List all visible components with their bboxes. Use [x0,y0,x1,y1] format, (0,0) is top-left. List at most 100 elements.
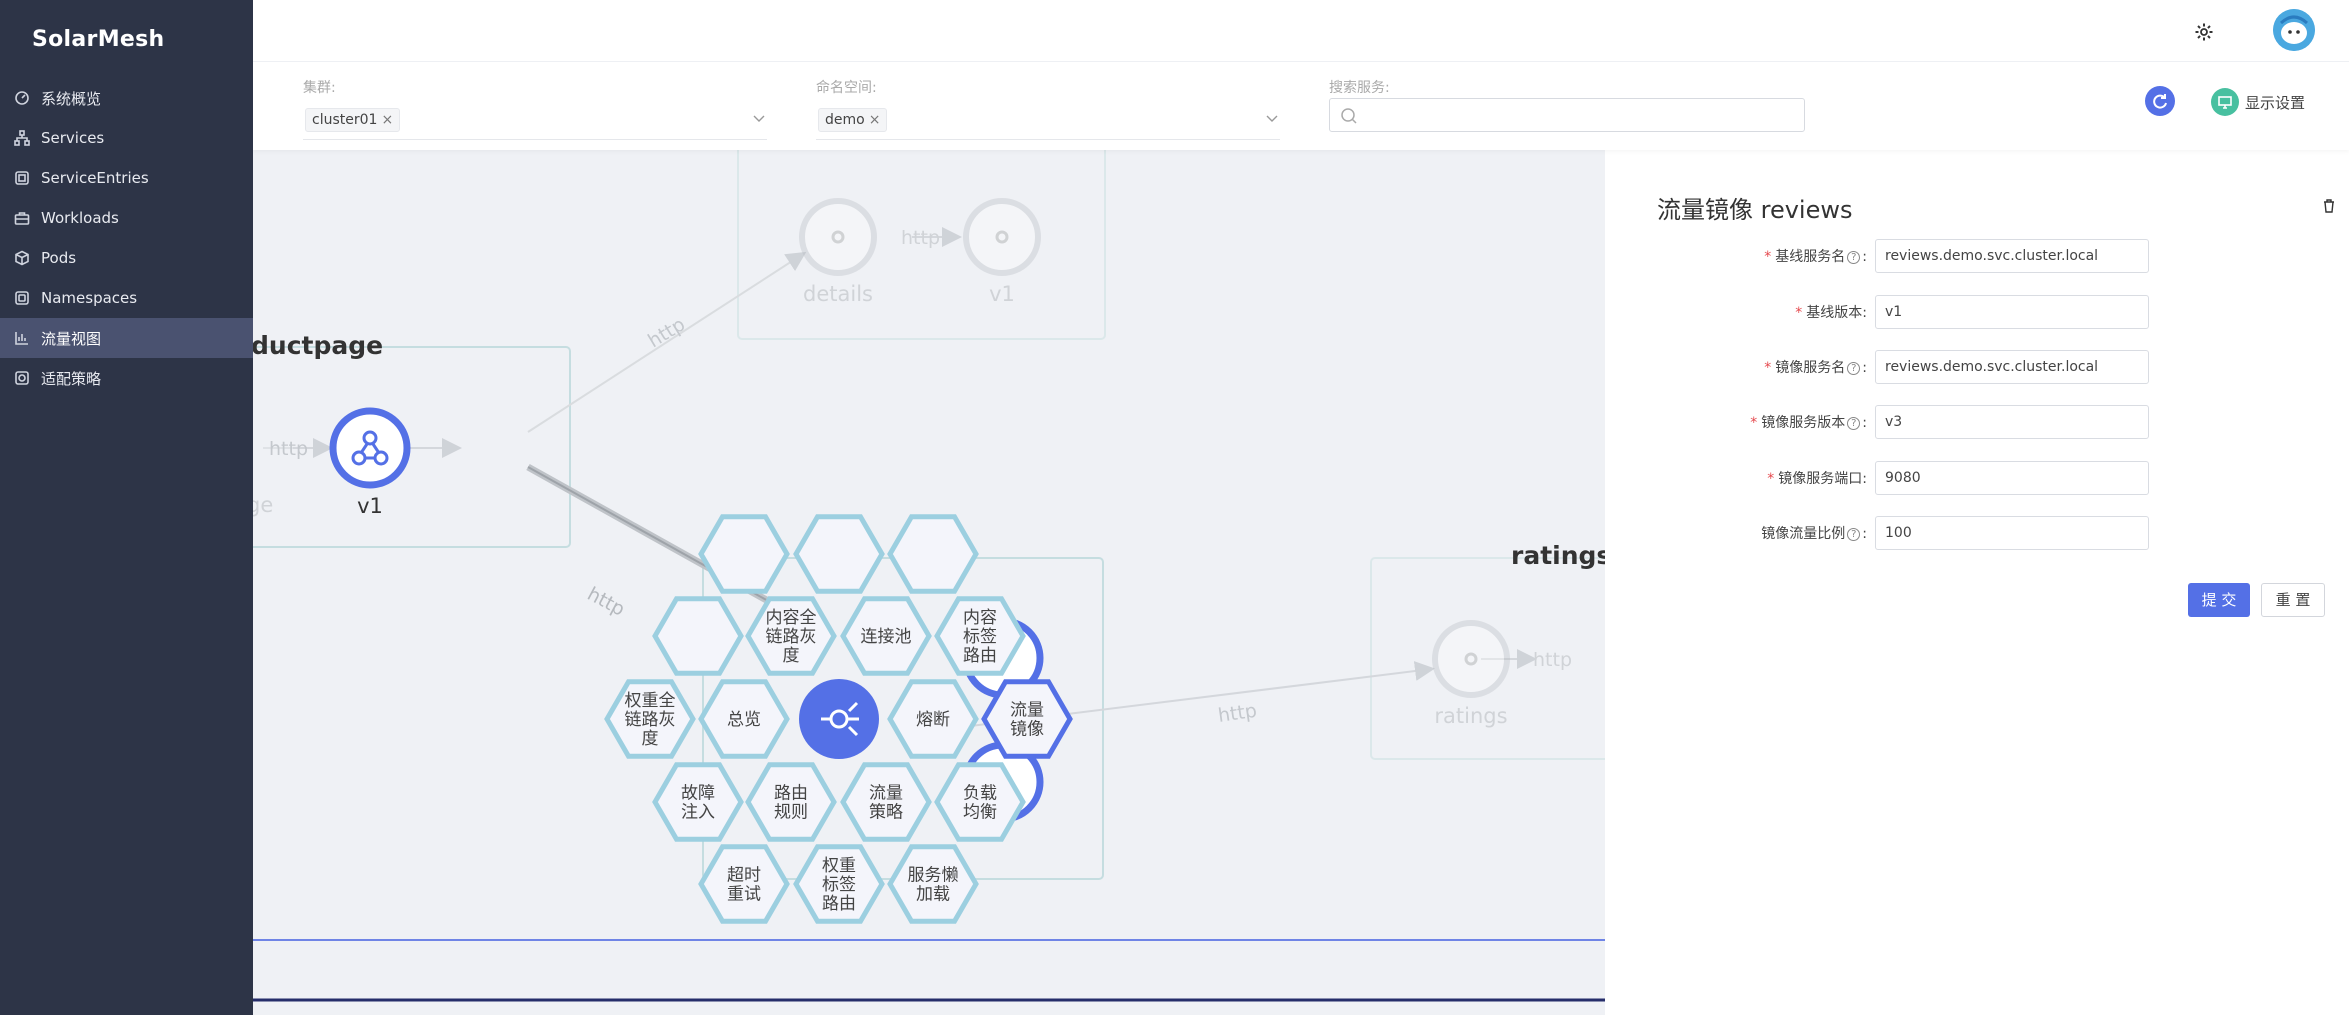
mirror-service-input[interactable]: reviews.demo.svc.cluster.local [1875,350,2149,384]
monitor-icon [2211,88,2239,116]
namespace-tag: demo× [818,108,888,132]
hex-label: 注入 [681,803,715,823]
hex-label: 度 [783,646,800,666]
form-row-baseline-version: *基线版本: v1 [1625,295,2149,329]
node-label: v1 [989,282,1015,306]
form-row-mirror-ratio: 镜像流量比例?: 100 [1625,516,2149,550]
sidebar-item-label: Services [41,129,105,147]
sidebar-item-traffic-view[interactable]: 流量视图 [0,318,253,358]
refresh-button[interactable] [2145,86,2175,116]
hex-label: 负载 [963,784,997,804]
details-node[interactable] [799,198,877,276]
sidebar-item-serviceentries[interactable]: ServiceEntries [0,158,253,198]
chevron-down-icon [1266,115,1278,122]
sidebar-item-namespaces[interactable]: Namespaces [0,278,253,318]
topology-canvas[interactable]: http http http http http http ductpage r… [253,150,1605,1015]
tag-close-icon[interactable]: × [381,112,394,128]
sitemap-icon [14,130,30,146]
search-icon [1341,108,1357,124]
sidebar-item-policy[interactable]: 适配策略 [0,358,253,398]
action-hex-menu: 内容全链路灰度连接池内容标签路由权重全链路灰度总览熔断流量镜像故障注入路由规则流… [604,514,1073,924]
node-label: v1 [357,494,383,518]
sidebar-item-label: ServiceEntries [41,169,149,187]
sidebar-item-overview[interactable]: 系统概览 [0,78,253,118]
hex-label: 策略 [869,803,903,823]
sidebar-item-workloads[interactable]: Workloads [0,198,253,238]
hex-label: 标签 [822,875,856,895]
hex-label: 均衡 [963,803,997,823]
search-input[interactable] [1329,98,1805,132]
hex-overview[interactable]: 总览 [698,679,790,759]
hex-label: 度 [642,729,659,749]
hex-label: 权重全 [625,691,676,711]
mirror-version-input[interactable]: v3 [1875,405,2149,439]
cluster-tag: cluster01× [305,108,401,132]
productpage-box [253,346,571,548]
sidebar-item-label: 流量视图 [41,329,102,348]
hex-empty [887,514,979,594]
details-version-node[interactable] [963,198,1041,276]
sidebar-item-services[interactable]: Services [0,118,253,158]
hex-label: 重试 [727,885,761,905]
field-label: *基线服务名?: [1764,249,1867,265]
entry-icon [14,170,30,186]
namespace-select[interactable]: demo× [816,100,1280,140]
reviews-node[interactable] [799,679,879,759]
hex-traffic-mirror[interactable]: 流量镜像 [981,679,1073,759]
avatar[interactable] [2273,9,2315,51]
sidebar-item-pods[interactable]: Pods [0,238,253,278]
display-settings-label: 显示设置 [2245,93,2306,112]
hex-circuit-breaker[interactable]: 熔断 [887,679,979,759]
baseline-version-input[interactable]: v1 [1875,295,2149,329]
ratings-box [1370,557,1605,760]
hex-label: 标签 [963,627,997,647]
hex-label: 超时 [727,866,761,886]
trash-icon[interactable] [2321,198,2337,214]
edge-label: http [644,313,689,352]
ratings-node[interactable] [1432,620,1510,698]
help-icon[interactable]: ? [1847,362,1861,375]
edge-line [527,251,807,433]
refresh-icon [2153,94,2167,109]
edge-label: http [1217,700,1259,727]
edge-label: http [269,438,308,460]
submit-button[interactable]: 提 交 [2188,583,2250,617]
baseline-service-input[interactable]: reviews.demo.svc.cluster.local [1875,239,2149,273]
mirror-port-input[interactable]: 9080 [1875,461,2149,495]
gear-icon[interactable] [2194,22,2214,42]
hex-empty [652,596,744,676]
help-icon[interactable]: ? [1847,251,1861,264]
details-box [737,150,1106,340]
namespace-label: 命名空间: [816,80,877,96]
service-title-productpage: ductpage [253,331,383,360]
hex-connection-pool[interactable]: 连接池 [840,596,932,676]
edge-label: http [901,227,940,249]
tag-close-icon[interactable]: × [868,112,881,128]
edge-line [527,466,814,627]
hex-label: 故障 [681,784,715,804]
reset-button[interactable]: 重 置 [2261,583,2325,617]
productpage-v1-node[interactable] [329,407,411,489]
hex-label: 熔断 [916,710,950,730]
cluster-select[interactable]: cluster01× [303,100,767,140]
display-settings-button[interactable]: 显示设置 [2211,88,2305,116]
top-header [253,0,2349,62]
hex-label: 内容全 [766,608,817,628]
sidebar: SolarMesh 系统概览 Services ServiceEntries W… [0,0,253,1015]
help-icon[interactable]: ? [1847,417,1861,430]
hex-empty [793,514,885,594]
mirror-ratio-input[interactable]: 100 [1875,516,2149,550]
namespace-icon [14,290,30,306]
help-icon[interactable]: ? [1847,528,1861,541]
field-label: 镜像流量比例?: [1761,526,1867,542]
